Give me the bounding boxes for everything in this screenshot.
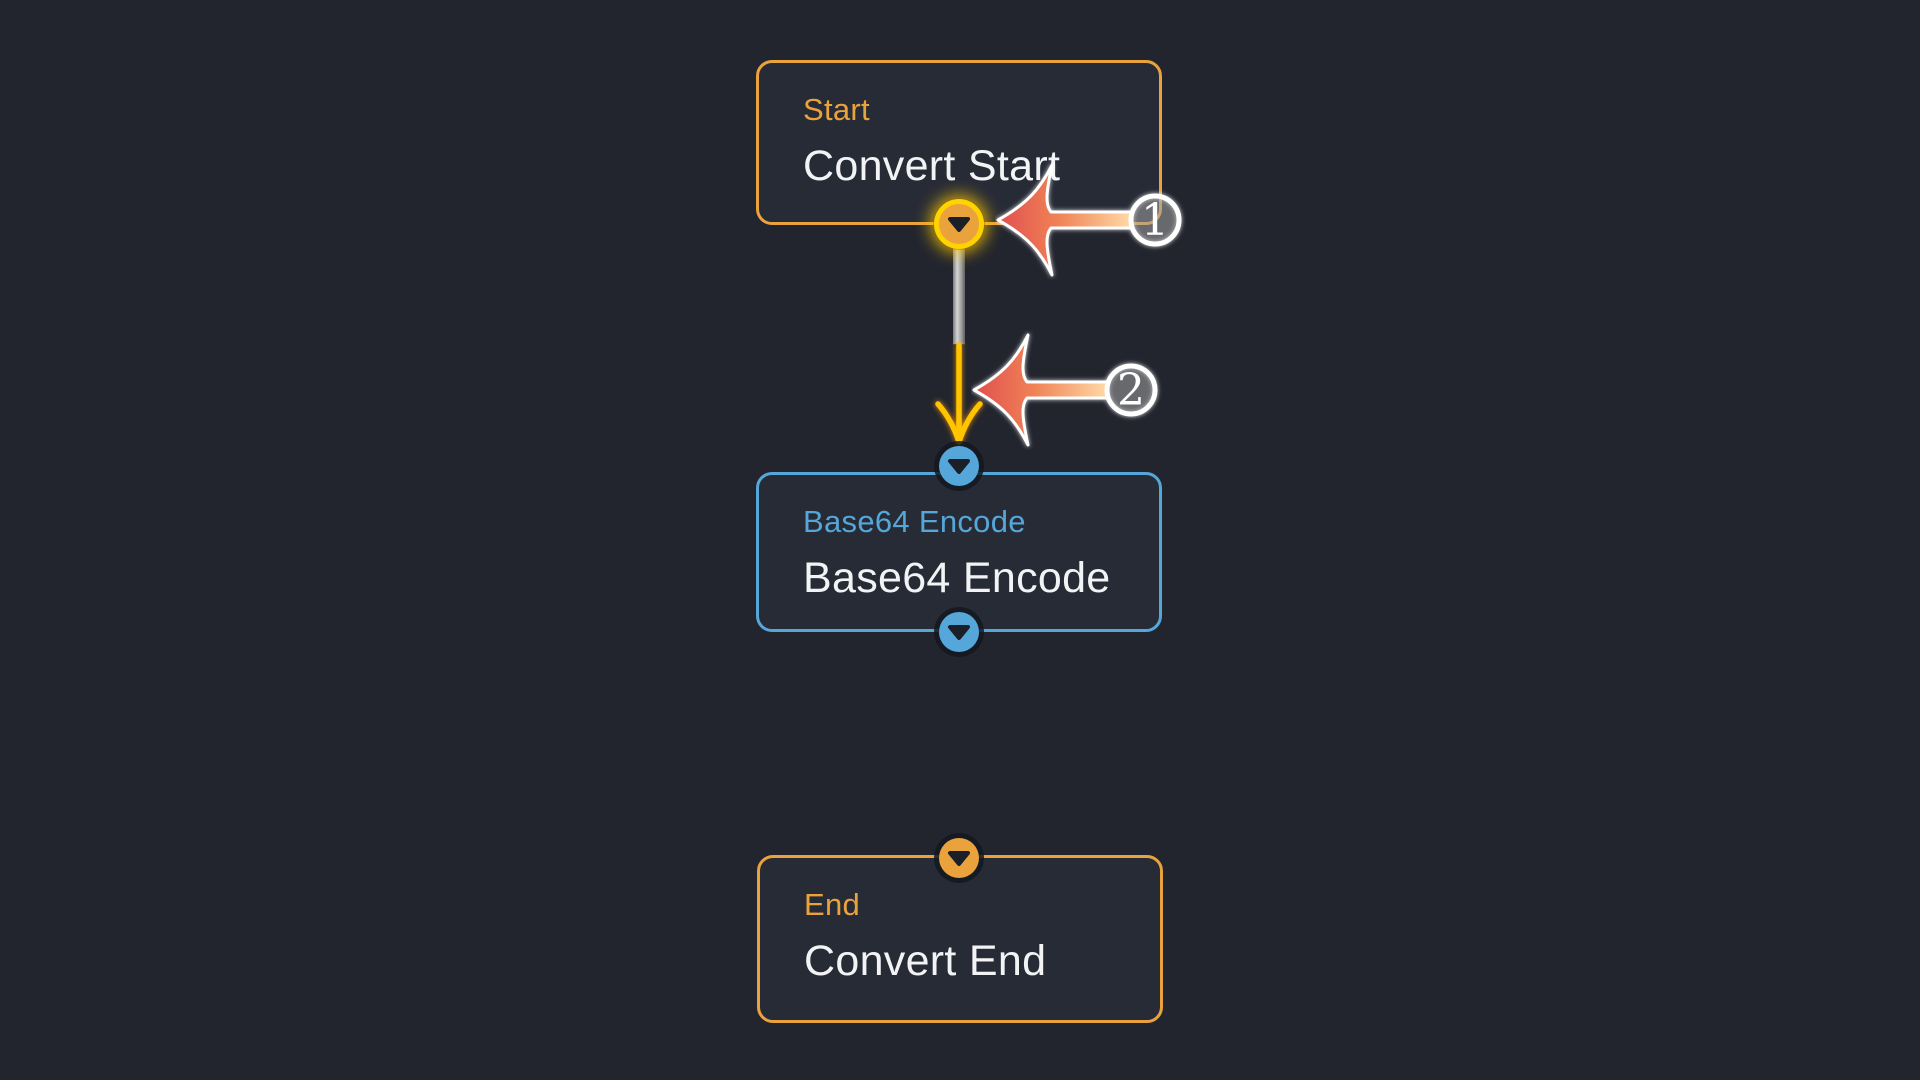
node-start-type-label: Start (803, 92, 870, 127)
annotation-1: 1 (996, 163, 1182, 277)
callout-arrow-icon (996, 163, 1133, 277)
node-end-name-label: Convert End (804, 937, 1047, 986)
annotation-number: 2 (1117, 365, 1145, 416)
annotation-badge (1128, 193, 1182, 247)
node-base64-name-label: Base64 Encode (803, 554, 1111, 603)
connector-base64-input[interactable] (939, 446, 979, 486)
node-start-name-label: Convert Start (803, 142, 1061, 191)
node-end[interactable]: End Convert End (757, 855, 1163, 1023)
node-base64-type-label: Base64 Encode (803, 504, 1026, 539)
triangle-down-icon (948, 851, 970, 866)
edge-start-to-base64[interactable] (953, 238, 965, 345)
connector-base64-output[interactable] (939, 612, 979, 652)
triangle-down-icon (948, 217, 970, 232)
annotation-number: 1 (1141, 195, 1169, 246)
edge-highlight-arrow[interactable] (929, 342, 989, 452)
annotation-2: 2 (972, 333, 1158, 447)
connector-end-input[interactable] (939, 838, 979, 878)
node-start[interactable]: Start Convert Start (756, 60, 1162, 225)
callout-arrow-icon (972, 333, 1109, 447)
annotation-badge (1104, 363, 1158, 417)
node-base64-encode[interactable]: Base64 Encode Base64 Encode (756, 472, 1162, 632)
node-end-type-label: End (804, 887, 861, 922)
connector-start-output[interactable] (934, 199, 984, 249)
triangle-down-icon (948, 459, 970, 474)
triangle-down-icon (948, 625, 970, 640)
